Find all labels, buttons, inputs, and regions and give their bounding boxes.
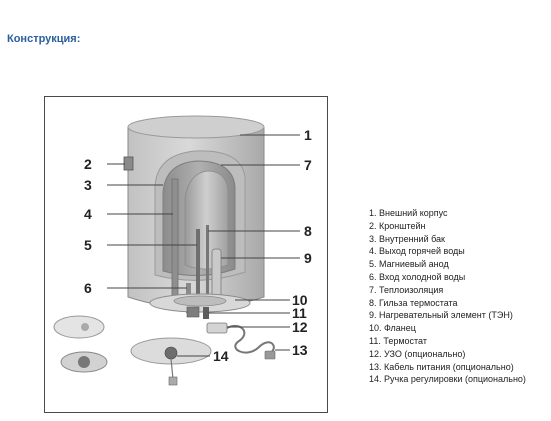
water-heater-illustration — [53, 115, 300, 386]
detail-insert-cover — [53, 315, 105, 339]
legend-item: 4. Выход горячей воды — [369, 246, 465, 257]
power-cable — [226, 324, 275, 356]
callout-1: 1 — [304, 127, 312, 143]
legend-item: 8. Гильза термостата — [369, 297, 458, 308]
rcd-plug — [206, 322, 228, 334]
callout-13: 13 — [292, 342, 308, 358]
legend-item: 1. Внешний корпус — [369, 208, 448, 218]
hot-water-pipe — [171, 178, 179, 300]
callout-11: 11 — [292, 305, 307, 321]
legend-item: 11. Термостат — [369, 335, 427, 346]
legend-item: 5. Магниевый анод — [369, 259, 449, 270]
callout-7: 7 — [304, 157, 312, 173]
callout-6: 6 — [84, 280, 92, 296]
leader-lines — [107, 134, 300, 357]
legend-item: 6. Вход холодной воды — [369, 271, 466, 282]
component-legend: 1. Внешний корпус 2. Кронштейн 3. Внутре… — [369, 207, 549, 386]
heater-diagram-frame: 1 2 3 4 5 6 7 8 9 10 11 12 13 14 — [44, 96, 328, 413]
legend-item: 12. УЗО (опционально) — [369, 348, 466, 359]
callout-4: 4 — [84, 206, 92, 222]
callout-5: 5 — [84, 237, 92, 253]
thermostat — [186, 306, 200, 318]
legend-item: 10. Фланец — [369, 323, 416, 334]
outer-body-top — [127, 115, 265, 139]
page-heading: Конструкция: — [7, 33, 81, 45]
legend-item: 3. Внутренний бак — [369, 233, 445, 244]
wall-bracket — [123, 156, 134, 171]
heating-element — [211, 248, 222, 298]
legend-item: 14. Ручка регулировки (опционально) — [369, 374, 526, 385]
adjustment-knob — [164, 346, 178, 360]
legend-item: 13. Кабель питания (опционально) — [369, 361, 514, 372]
callout-8: 8 — [304, 223, 312, 239]
callout-12: 12 — [292, 319, 308, 335]
callout-9: 9 — [304, 250, 312, 266]
magnesium-anode — [196, 229, 200, 299]
legend-item: 2. Кронштейн — [369, 220, 426, 231]
legend-item: 7. Теплоизоляция — [369, 284, 444, 295]
legend-item: 9. Нагревательный элемент (ТЭН) — [369, 310, 513, 321]
callout-3: 3 — [84, 177, 92, 193]
callout-14: 14 — [213, 348, 229, 364]
thermostat-sleeve — [206, 225, 209, 299]
callout-10: 10 — [292, 292, 308, 308]
callout-2: 2 — [84, 156, 92, 172]
